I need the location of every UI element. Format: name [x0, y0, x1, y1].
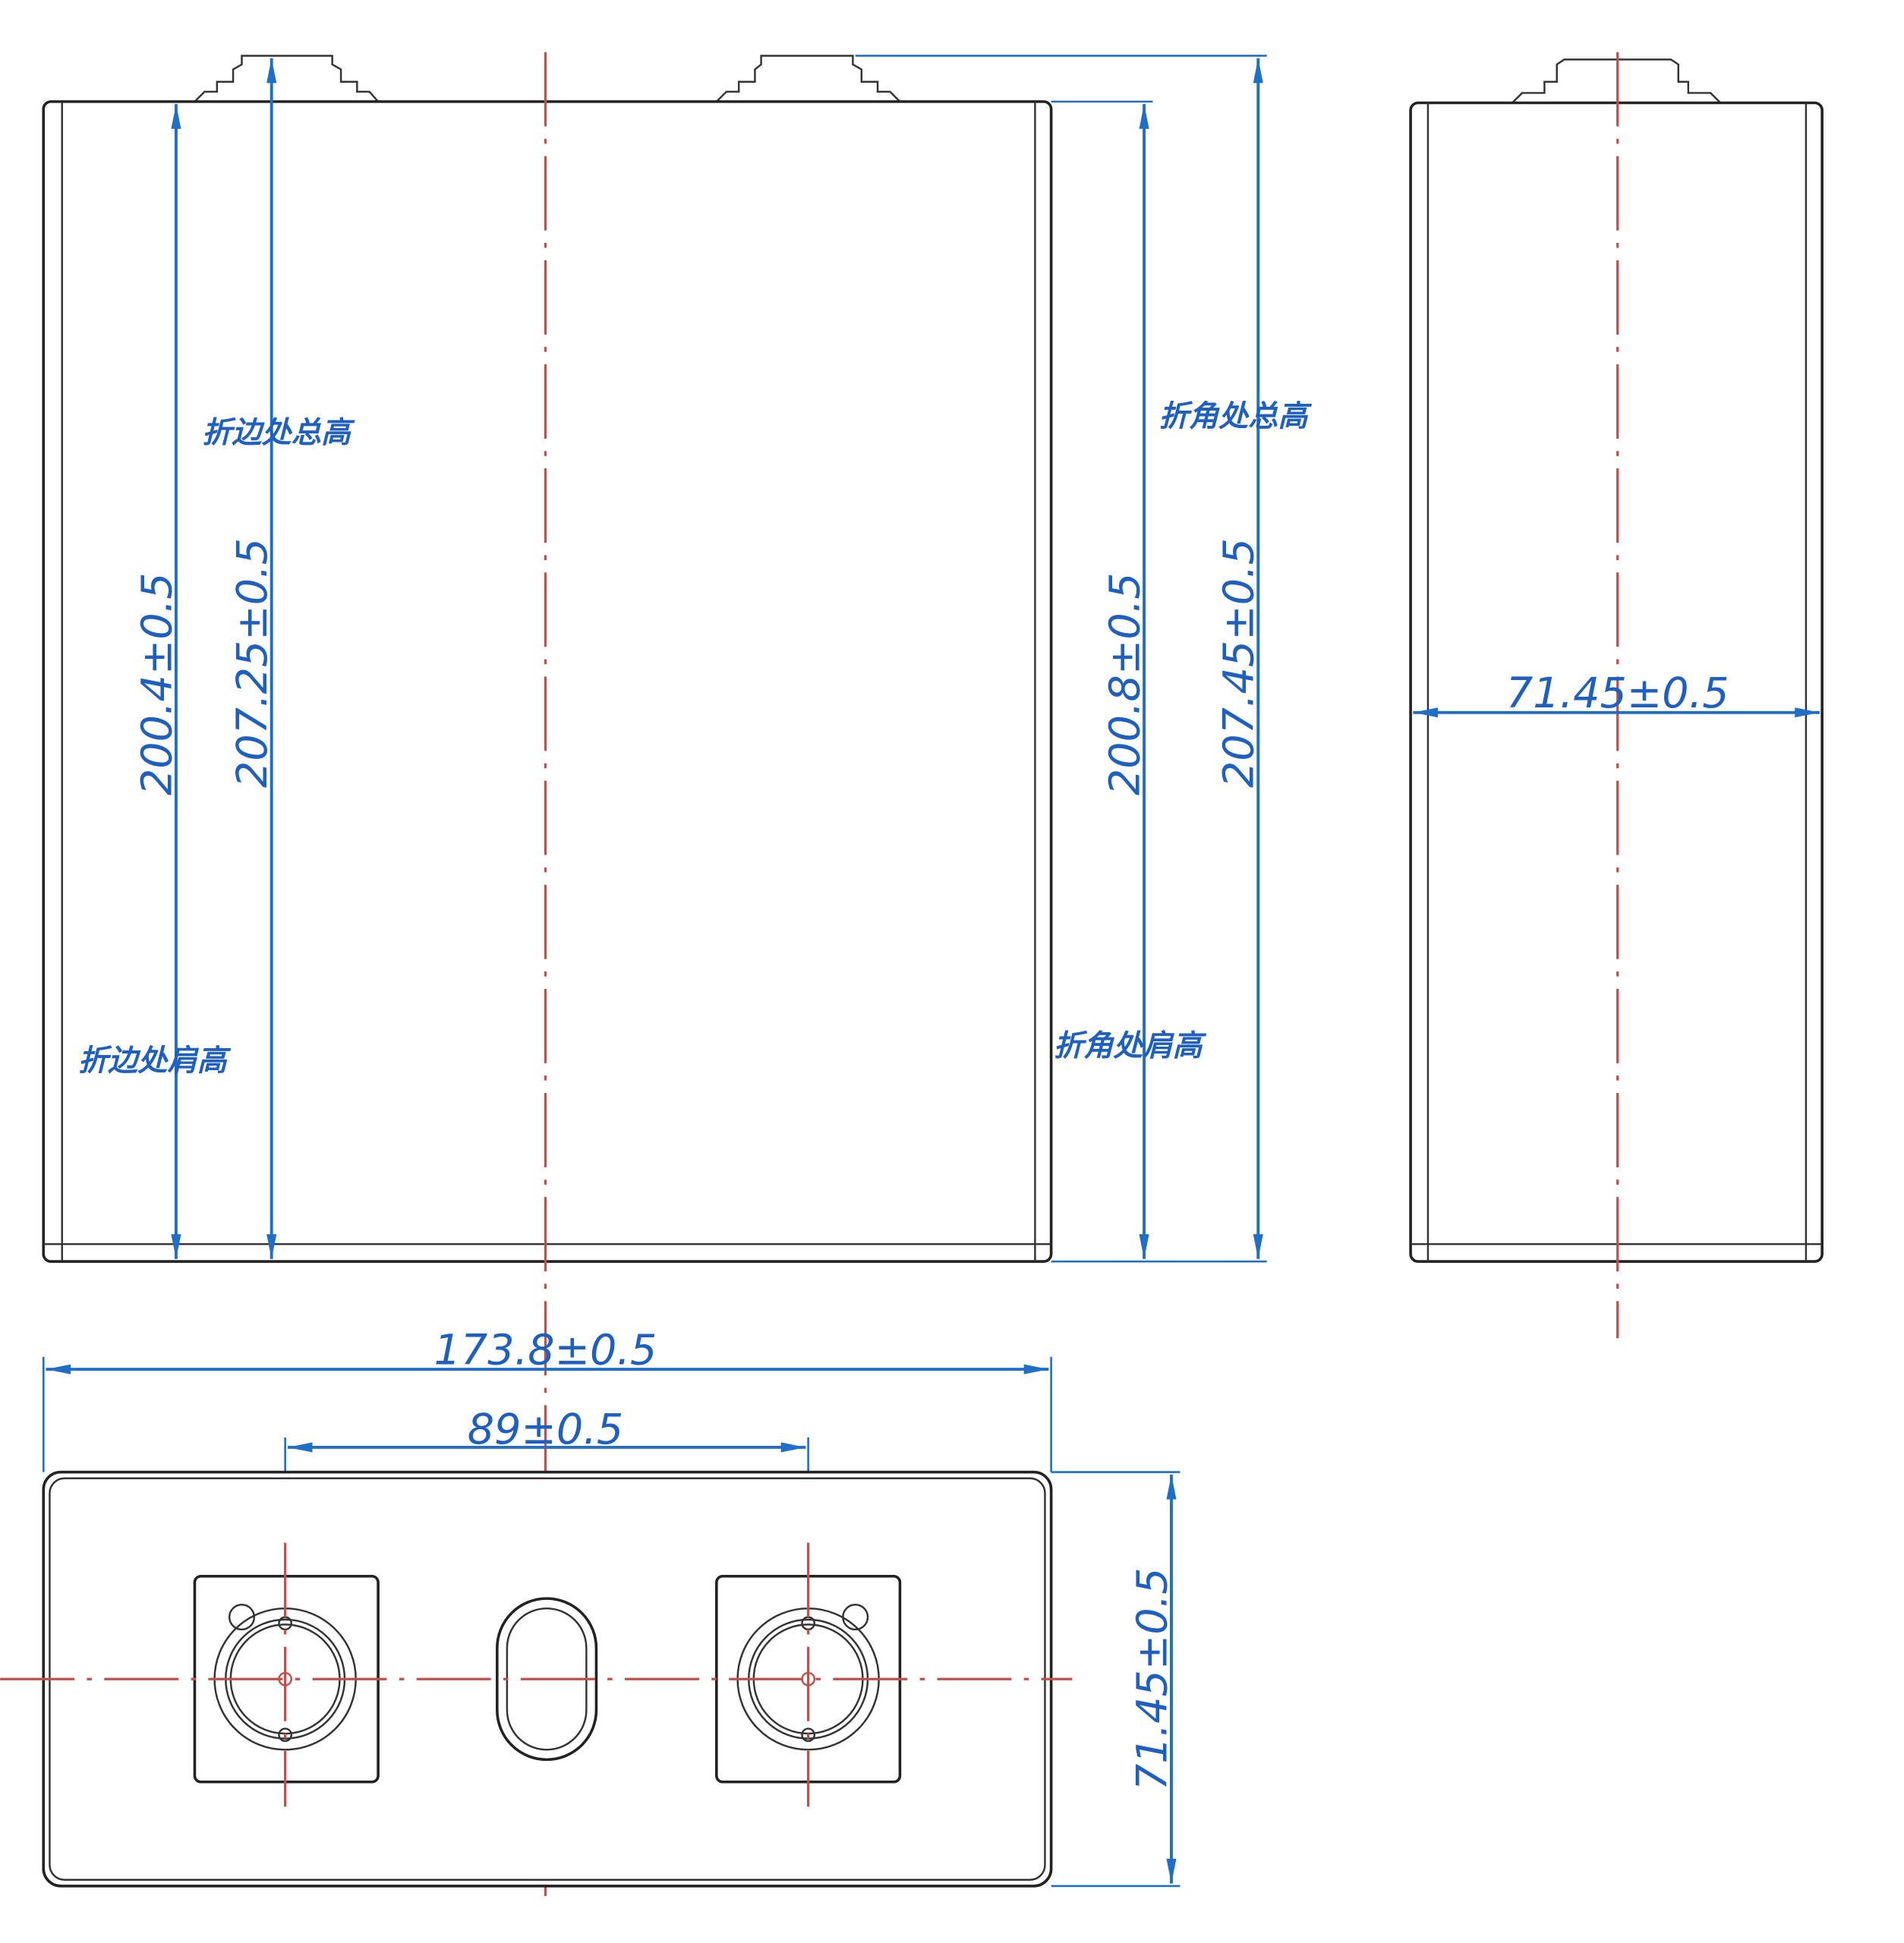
- terminal-left: [194, 55, 380, 102]
- terminal-right: [715, 55, 901, 102]
- label-edge-total: 折边处总高: [202, 416, 355, 450]
- side-view: 71.45±0.5: [1409, 52, 1824, 1339]
- dim-side-thickness: 71.45±0.5: [1506, 669, 1729, 718]
- top-view: 173.8±0.5 89±0.5 71.45±0.5: [0, 1326, 1181, 1888]
- dim-terminal-pitch: 89±0.5: [468, 1405, 623, 1454]
- dim-top-thickness: 71.45±0.5: [1127, 1567, 1177, 1790]
- dim-edge-total-height: 207.25±0.5: [228, 538, 277, 788]
- label-corner-total: 折角处总高: [1159, 400, 1313, 434]
- dim-corner-shoulder-height: 200.8±0.5: [1101, 572, 1150, 795]
- cell-body-front: [42, 100, 1053, 1263]
- label-edge-shoulder: 折边处肩高: [78, 1044, 232, 1079]
- label-corner-shoulder: 折角处肩高: [1054, 1029, 1207, 1063]
- dim-edge-shoulder-height: 200.4±0.5: [132, 572, 181, 795]
- front-view: 200.4±0.5 207.25±0.5 200.8±0.5 207.45±0.…: [42, 52, 1313, 1909]
- dim-length: 173.8±0.5: [434, 1326, 657, 1375]
- dim-corner-total-height: 207.45±0.5: [1215, 538, 1264, 788]
